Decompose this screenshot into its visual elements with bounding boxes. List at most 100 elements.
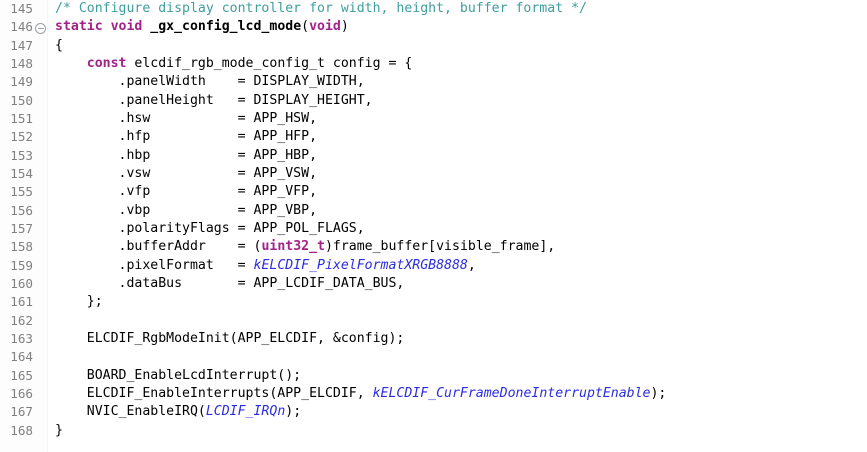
code-line[interactable]: static void _gx_config_lcd_mode(void) <box>49 18 867 36</box>
code-token-keyword: void <box>309 19 341 35</box>
line-number: 151 <box>10 110 33 126</box>
code-line-text: .vsw = APP_VSW, <box>49 165 867 183</box>
gutter-line[interactable]: 162 <box>0 312 47 330</box>
code-line[interactable]: .panelHeight = DISPLAY_HEIGHT, <box>49 92 867 110</box>
gutter-line[interactable]: 168 <box>0 422 47 440</box>
code-token-plain: ELCDIF_EnableInterrupts(APP_ELCDIF, <box>55 385 373 401</box>
code-token-plain: .panelHeight = DISPLAY_HEIGHT, <box>55 92 373 108</box>
line-number: 163 <box>10 330 33 346</box>
gutter-line[interactable]: 159 <box>0 257 47 275</box>
code-token-plain: ); <box>650 385 667 401</box>
code-line[interactable]: .vsw = APP_VSW, <box>49 165 867 183</box>
gutter-line[interactable]: 167 <box>0 403 47 421</box>
line-number: 145 <box>10 1 33 16</box>
code-token-fname: _gx_config_lcd_mode <box>150 19 302 35</box>
code-line[interactable]: NVIC_EnableIRQ(LCDIF_IRQn); <box>49 403 867 421</box>
gutter-line[interactable]: 158 <box>0 238 47 256</box>
code-line[interactable]: .hsw = APP_HSW, <box>49 110 867 128</box>
code-line[interactable]: .vfp = APP_VFP, <box>49 183 867 201</box>
code-line[interactable]: .bufferAddr = (uint32_t)frame_buffer[vis… <box>49 238 867 256</box>
code-line[interactable]: const elcdif_rgb_mode_config_t config = … <box>49 55 867 73</box>
line-number: 164 <box>10 349 33 365</box>
code-line[interactable]: BOARD_EnableLcdInterrupt(); <box>49 367 867 385</box>
gutter-line[interactable]: 151 <box>0 110 47 128</box>
line-number: 166 <box>10 385 33 401</box>
gutter-line[interactable]: 149 <box>0 73 47 91</box>
code-token-plain: , <box>467 257 476 273</box>
fold-collapse-minus-icon[interactable] <box>35 22 46 34</box>
code-token-keyword: const <box>86 55 127 71</box>
code-line[interactable]: .pixelFormat = kELCDIF_PixelFormatXRGB88… <box>49 257 867 275</box>
code-line[interactable]: } <box>49 422 867 440</box>
code-line[interactable]: { <box>49 37 867 55</box>
code-line[interactable]: .hbp = APP_HBP, <box>49 147 867 165</box>
code-token-plain: .vsw = APP_VSW, <box>55 165 318 181</box>
code-line-text: .pixelFormat = kELCDIF_PixelFormatXRGB88… <box>49 257 867 275</box>
code-line[interactable]: .dataBus = APP_LCDIF_DATA_BUS, <box>49 275 867 293</box>
gutter-line[interactable]: 161 <box>0 293 47 311</box>
code-token-plain: .bufferAddr = ( <box>55 239 262 255</box>
gutter-line[interactable]: 146 <box>0 18 47 36</box>
code-token-keyword: static void <box>55 19 151 35</box>
code-token-plain: .hsw = APP_HSW, <box>55 110 318 126</box>
line-number: 162 <box>10 312 33 328</box>
code-line[interactable] <box>49 312 867 330</box>
code-token-punct: ) <box>340 19 349 35</box>
code-line[interactable]: .polarityFlags = APP_POL_FLAGS, <box>49 220 867 238</box>
code-line[interactable]: ELCDIF_RgbModeInit(APP_ELCDIF, &config); <box>49 330 867 348</box>
code-token-comment: /* Configure display controller for widt… <box>55 1 587 16</box>
code-token-const: kELCDIF_CurFrameDoneInterruptEnable <box>372 385 651 401</box>
line-number: 165 <box>10 367 33 383</box>
code-line[interactable]: .hfp = APP_HFP, <box>49 128 867 146</box>
code-line[interactable]: }; <box>49 293 867 311</box>
line-number: 161 <box>10 294 33 310</box>
code-token-plain: )frame_buffer[visible_frame], <box>324 239 556 255</box>
gutter-line[interactable]: 163 <box>0 330 47 348</box>
gutter-line[interactable]: 156 <box>0 202 47 220</box>
gutter-line[interactable]: 145 <box>0 0 47 18</box>
line-number: 156 <box>10 202 33 218</box>
code-line-text: .hbp = APP_HBP, <box>49 147 867 165</box>
gutter-line[interactable]: 164 <box>0 348 47 366</box>
gutter-line[interactable]: 153 <box>0 147 47 165</box>
code-line[interactable]: .panelWidth = DISPLAY_WIDTH, <box>49 73 867 91</box>
line-number: 152 <box>10 129 33 145</box>
line-number: 159 <box>10 257 33 273</box>
code-token-plain: NVIC_EnableIRQ( <box>55 404 206 420</box>
code-line-text: .polarityFlags = APP_POL_FLAGS, <box>49 220 867 238</box>
gutter-line[interactable]: 154 <box>0 165 47 183</box>
gutter-line[interactable]: 166 <box>0 385 47 403</box>
code-line-text: { <box>49 37 867 55</box>
code-token-plain: .pixelFormat = <box>55 257 254 273</box>
code-line[interactable]: ELCDIF_EnableInterrupts(APP_ELCDIF, kELC… <box>49 385 867 403</box>
code-token-plain: elcdif_rgb_mode_config_t config = { <box>126 55 413 71</box>
gutter-line[interactable]: 152 <box>0 128 47 146</box>
gutter-line[interactable]: 155 <box>0 183 47 201</box>
gutter-line[interactable]: 150 <box>0 92 47 110</box>
code-line-text: /* Configure display controller for widt… <box>49 0 867 18</box>
editor-code-area[interactable]: /* Configure display controller for widt… <box>49 0 867 452</box>
code-line[interactable] <box>49 348 867 366</box>
code-token-plain <box>55 56 87 71</box>
code-line-text: BOARD_EnableLcdInterrupt(); <box>49 367 867 385</box>
code-token-plain: } <box>55 422 63 438</box>
gutter-line[interactable]: 160 <box>0 275 47 293</box>
code-token-keyword: uint32_t <box>261 239 325 255</box>
gutter-line[interactable]: 165 <box>0 367 47 385</box>
line-number: 167 <box>10 404 33 420</box>
code-line-text: .bufferAddr = (uint32_t)frame_buffer[vis… <box>49 238 867 256</box>
gutter-line[interactable]: 148 <box>0 55 47 73</box>
code-line[interactable]: .vbp = APP_VBP, <box>49 202 867 220</box>
code-line[interactable]: /* Configure display controller for widt… <box>49 0 867 18</box>
code-token-plain: .dataBus = APP_LCDIF_DATA_BUS, <box>55 275 405 291</box>
code-token-punct: ( <box>301 19 310 35</box>
code-line-text: ELCDIF_RgbModeInit(APP_ELCDIF, &config); <box>49 330 867 348</box>
gutter-line[interactable]: 147 <box>0 37 47 55</box>
code-token-const: LCDIF_IRQn <box>205 404 286 420</box>
code-line-text: .hfp = APP_HFP, <box>49 128 867 146</box>
gutter-line[interactable]: 157 <box>0 220 47 238</box>
code-line-text: ELCDIF_EnableInterrupts(APP_ELCDIF, kELC… <box>49 385 867 403</box>
code-token-plain: .polarityFlags = APP_POL_FLAGS, <box>55 220 365 236</box>
